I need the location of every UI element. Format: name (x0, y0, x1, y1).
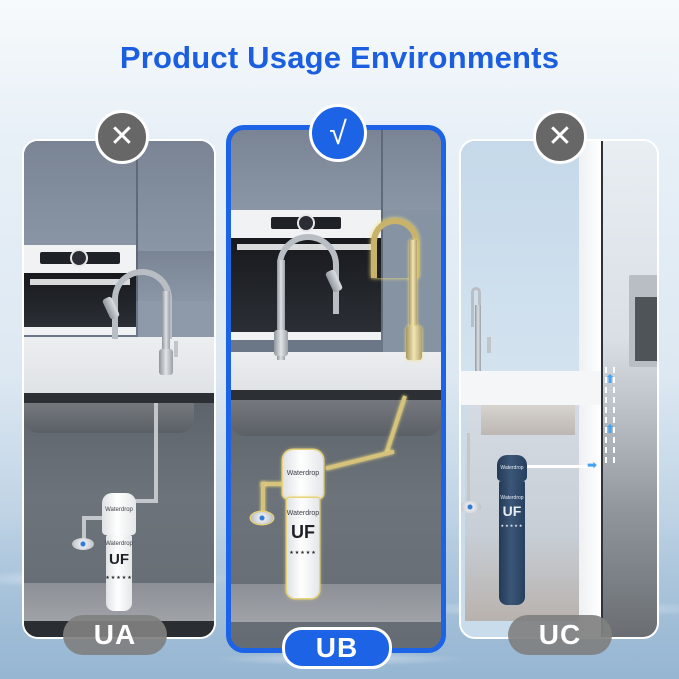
faucet-base (159, 349, 173, 375)
filter-rating: ★★★★★ (289, 550, 317, 556)
faucet-lever (487, 337, 491, 353)
filter-head (283, 450, 323, 498)
supply-pipe-elbow (128, 499, 158, 503)
water-filter: Waterdrop Waterdrop UF ★★★★★ (283, 450, 323, 598)
supply-pipe (467, 433, 470, 503)
gold-inlet-hose (261, 482, 287, 486)
supply-pipe (154, 403, 158, 503)
environment-label-ua: UA (63, 615, 167, 655)
filter-rating: ★★★★★ (500, 523, 524, 528)
sink-basin (231, 400, 441, 436)
flow-up-arrow-icon: ⬆ (605, 372, 616, 386)
faucet-stem (162, 291, 170, 351)
filter-head-brand: Waterdrop (105, 507, 133, 513)
main-faucet-base (274, 330, 288, 356)
page-title: Product Usage Environments (119, 40, 560, 75)
filter-brand: Waterdrop (286, 510, 320, 517)
fridge-supply-line (527, 465, 601, 468)
gold-inlet-hose-vertical (261, 482, 265, 516)
main-faucet-stem (277, 260, 285, 360)
x-icon: ✕ (109, 120, 135, 153)
flow-up-arrow-icon: ⬆ (605, 422, 616, 436)
cabinet-divider (136, 141, 138, 301)
filter-type: UF (502, 503, 522, 519)
angle-valve (461, 501, 481, 513)
oven-handle (30, 279, 130, 285)
inlet-pipe (82, 516, 106, 520)
oven (24, 245, 136, 335)
flow-right-arrow-icon: ➡ (587, 458, 598, 472)
filter-brand: Waterdrop (105, 541, 133, 547)
filter-rating: ★★★★★ (105, 575, 133, 581)
countertop-edge (24, 393, 214, 403)
faucet-lever (174, 341, 178, 357)
not-recommended-badge-ua: ✕ (95, 110, 149, 164)
kitchen-wall (461, 141, 601, 371)
angle-valve (251, 512, 273, 524)
angle-valve (72, 538, 94, 550)
environment-card-ua: Waterdrop Waterdrop UF ★★★★★ (22, 139, 216, 639)
environment-label-ub: UB (282, 627, 392, 669)
dedicated-faucet-base (406, 326, 422, 360)
oven-knob (70, 249, 88, 267)
filter-type: UF (291, 522, 315, 542)
dedicated-faucet-stem (409, 240, 417, 350)
recommended-badge-ub: √ (309, 104, 367, 162)
countertop-edge (231, 390, 441, 400)
countertop (461, 371, 601, 405)
filter-head-brand: Waterdrop (286, 470, 320, 477)
check-icon: √ (329, 115, 347, 151)
filter-brand: Waterdrop (500, 495, 524, 501)
faucet-stem (475, 305, 481, 371)
not-recommended-badge-uc: ✕ (533, 110, 587, 164)
oven-knob (297, 214, 315, 232)
refrigerator: ⬆ ⬆ (601, 141, 657, 637)
filter-head-brand: Waterdrop (500, 465, 524, 471)
fridge-water-line (605, 367, 615, 463)
sink-basin (481, 405, 575, 435)
dispenser-slot (635, 297, 657, 361)
water-filter: Waterdrop Waterdrop UF ★★★★★ (497, 455, 527, 605)
filter-cartridge (499, 481, 525, 605)
environment-card-ub: Waterdrop Waterdrop UF ★★★★★ (226, 125, 446, 653)
environment-card-uc: ⬆ ⬆ ➡ Waterdrop Waterdrop UF ★★★★★ (459, 139, 659, 639)
filter-cartridge (287, 498, 319, 598)
water-dispenser (629, 275, 657, 367)
environment-label-uc: UC (508, 615, 612, 655)
under-sink-cabinet (231, 400, 441, 648)
filter-head (497, 455, 527, 481)
filter-cartridge (106, 535, 132, 611)
water-filter: Waterdrop Waterdrop UF ★★★★★ (102, 493, 136, 611)
inlet-pipe-vertical (82, 516, 86, 542)
filter-head (102, 493, 136, 535)
sink-basin (24, 403, 194, 433)
filter-type: UF (109, 551, 129, 568)
countertop (24, 337, 214, 397)
x-icon: ✕ (547, 120, 573, 153)
cabinet-floor (231, 584, 441, 622)
